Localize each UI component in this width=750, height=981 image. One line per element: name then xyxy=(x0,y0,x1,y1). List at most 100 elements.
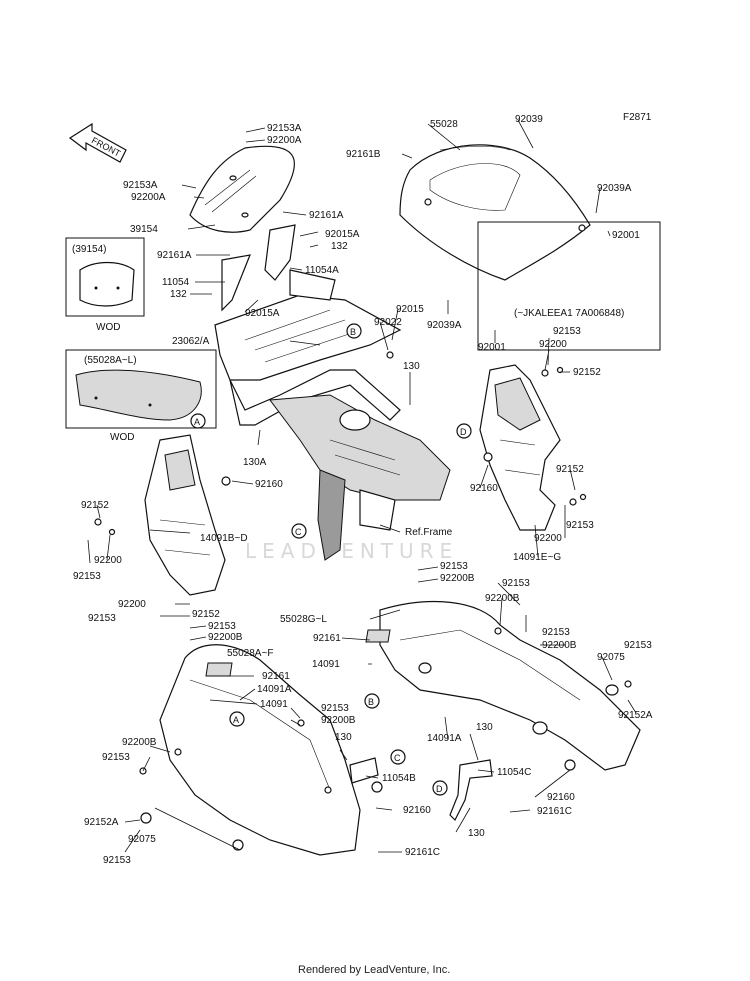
label-l66: 92153 xyxy=(102,752,130,763)
footer-credit: Rendered by LeadVenture, Inc. xyxy=(298,964,450,976)
leader-lines xyxy=(87,119,637,853)
label-l67: 11054B xyxy=(382,773,416,784)
label-l71: 92160 xyxy=(547,792,575,803)
part-labels: 92153A 92200A 55028 92039 92161B 92153A … xyxy=(73,114,653,866)
left-cowl-part xyxy=(159,644,361,856)
label-l9: 92161A xyxy=(309,210,344,221)
label-l74: 92075 xyxy=(128,834,156,845)
inner-panel-right-part xyxy=(479,364,561,531)
label-l57: 14091A xyxy=(257,684,292,695)
label-l8: 92039A xyxy=(597,183,632,194)
svg-text:B: B xyxy=(368,697,374,707)
callout-b-top: B xyxy=(346,323,362,339)
label-l11: 92015A xyxy=(325,229,360,240)
label-l28: 130A xyxy=(243,457,267,468)
right-cowl-part xyxy=(365,601,641,771)
label-l39: 92153 xyxy=(440,561,468,572)
label-l16: 11054 xyxy=(162,277,190,288)
headlight-frame-part xyxy=(269,394,451,561)
label-l60: 92200B xyxy=(321,715,356,726)
svg-text:D: D xyxy=(436,784,443,794)
label-l5: 92161B xyxy=(346,149,381,160)
inset-windscreen-tag: WOD xyxy=(96,322,120,333)
label-l13: 92161A xyxy=(157,250,192,261)
label-l36: 92200 xyxy=(534,533,562,544)
label-l45: 92153 xyxy=(88,613,116,624)
label-l10: 39154 xyxy=(130,224,158,235)
callout-c-bottom: C xyxy=(390,749,406,765)
label-l64: 14091A xyxy=(427,733,462,744)
bracket-11054c-part xyxy=(449,759,493,822)
label-l54: 14091 xyxy=(312,659,340,670)
label-l26: 92152 xyxy=(573,367,601,378)
label-l48: 92153 xyxy=(542,627,570,638)
label-l44: 92200B xyxy=(485,593,520,604)
label-l70: 92152A xyxy=(84,817,119,828)
label-l25: 92200 xyxy=(539,339,567,350)
callout-a-bottom: A xyxy=(229,711,245,727)
label-l76: 92161C xyxy=(405,847,440,858)
label-l12: 132 xyxy=(331,241,348,252)
label-l22: 23062/A xyxy=(172,336,210,347)
label-l58: 14091 xyxy=(260,699,288,710)
label-l7: 92200A xyxy=(131,192,166,203)
svg-text:B: B xyxy=(350,327,356,337)
inset-windscreen-code: (39154) xyxy=(72,244,106,255)
callout-d-top: D xyxy=(456,423,472,439)
label-l51: 92161 xyxy=(313,633,341,644)
vin-note: (~JKALEEA1 7A006848) xyxy=(514,308,624,319)
windscreen-part xyxy=(189,145,295,233)
label-l6: 92153A xyxy=(123,180,158,191)
label-l62: 92200B xyxy=(122,737,157,748)
label-l34: 14091B~D xyxy=(200,533,248,544)
label-l20: 92039A xyxy=(427,320,462,331)
label-l52: 92153 xyxy=(624,640,652,651)
svg-text:A: A xyxy=(194,417,200,427)
label-l41: 92153 xyxy=(502,578,530,589)
label-l68: 11054C xyxy=(497,767,531,778)
callout-b-bottom: B xyxy=(364,693,380,709)
label-l23: 92001 xyxy=(478,342,506,353)
ref-frame-label: Ref.Frame xyxy=(405,527,453,538)
bracket-11054b-part xyxy=(349,757,379,784)
front-arrow-icon: FRONT xyxy=(68,122,127,163)
label-l19: 92015 xyxy=(396,304,424,315)
fastener-markers xyxy=(94,351,632,824)
label-l69: 92160 xyxy=(403,805,431,816)
label-l35: 92200 xyxy=(94,555,122,566)
reference-code: F2871 xyxy=(623,112,652,123)
callout-d-bottom: D xyxy=(432,780,448,796)
label-l75: 92153 xyxy=(103,855,131,866)
label-l3: 55028 xyxy=(430,119,458,130)
inset-cowl-tag: WOD xyxy=(110,432,134,443)
inset-windscreen xyxy=(65,237,145,317)
label-l30: 92160 xyxy=(470,483,498,494)
label-l47: 92153 xyxy=(208,621,236,632)
label-l53: 55028A~F xyxy=(227,648,273,659)
label-l33: 92153 xyxy=(566,520,594,531)
label-l59: 92153 xyxy=(321,703,349,714)
label-l46: 55028G~L xyxy=(280,614,327,625)
label-l42: 92200 xyxy=(118,599,146,610)
label-l73: 130 xyxy=(468,828,485,839)
cowl-bracket-part xyxy=(214,224,402,426)
label-l72: 92161C xyxy=(537,806,572,817)
label-l63: 130 xyxy=(335,732,352,743)
label-l40: 92200B xyxy=(440,573,475,584)
meter-cover-part xyxy=(399,144,591,281)
label-l29: 92160 xyxy=(255,479,283,490)
label-l17: 132 xyxy=(170,289,187,300)
callout-a-top: A xyxy=(190,413,206,429)
label-l14: 92001 xyxy=(612,230,640,241)
label-l50: 92200B xyxy=(542,640,577,651)
label-l65: 130 xyxy=(476,722,493,733)
label-l56: 92161 xyxy=(262,671,290,682)
vin-note-box xyxy=(477,221,661,351)
label-l37: 92153 xyxy=(73,571,101,582)
svg-text:A: A xyxy=(233,715,239,725)
label-l2: 92200A xyxy=(267,135,302,146)
label-l4: 92039 xyxy=(515,114,543,125)
watermark: LEADVENTURE xyxy=(245,539,458,563)
